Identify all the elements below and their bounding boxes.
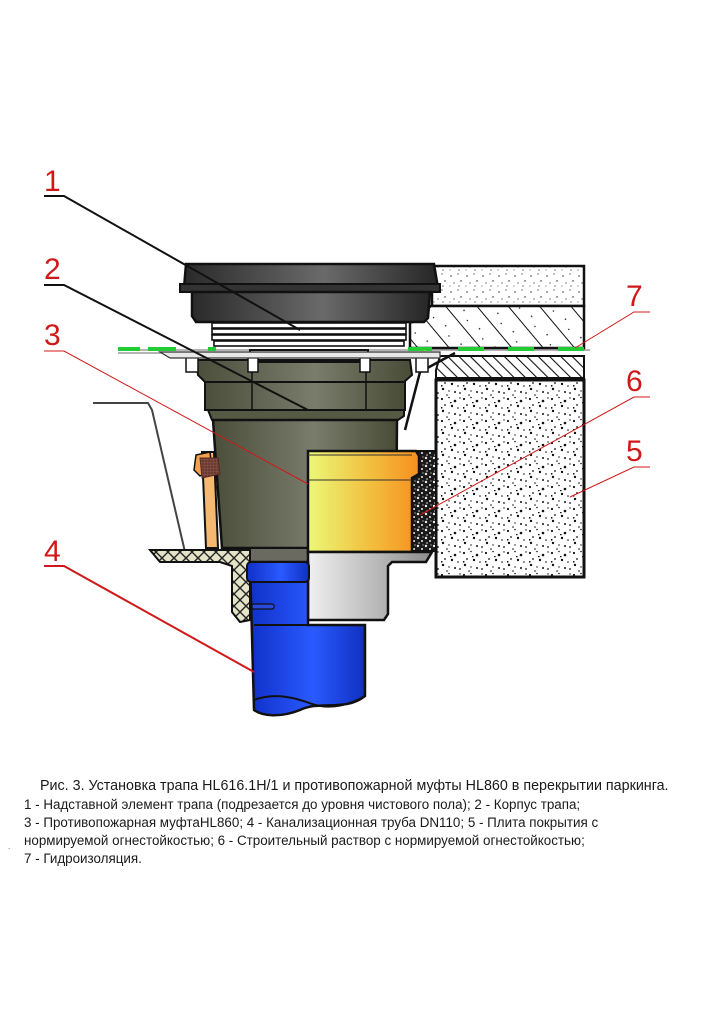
- caption-title: Рис. 3. Установка трапа HL616.1H/1 и про…: [40, 778, 669, 794]
- membrane-edge-line: [93, 402, 186, 553]
- sewer-pipe: [246, 560, 367, 717]
- callout-2: 2: [44, 253, 61, 286]
- pipe-coupling: [306, 550, 435, 622]
- extension-element: [179, 262, 441, 347]
- legend-line: нормируемой огнестойкостью; 6 - Строител…: [24, 832, 585, 848]
- callout-7: 7: [626, 280, 643, 313]
- cross-hatched-seal: [147, 549, 251, 624]
- callout-5: 5: [626, 435, 643, 468]
- leader-1: [44, 195, 301, 331]
- callout-6: 6: [626, 365, 643, 398]
- leader-4: [44, 565, 255, 673]
- drain-flange: [157, 351, 441, 359]
- collar-seal: [193, 451, 221, 549]
- stray-mark: .: [8, 842, 11, 851]
- legend-line: 3 - Противопожарная муфтаHL860; 4 - Кана…: [24, 814, 599, 830]
- callout-4: 4: [44, 535, 61, 568]
- caption-legend: 1 - Надставной элемент трапа (подрезаетс…: [0, 796, 723, 868]
- leader-3: [44, 350, 309, 485]
- leader-5: [569, 466, 650, 498]
- callout-3: 3: [44, 319, 61, 352]
- leader-6: [419, 396, 650, 516]
- fire-sleeve: [306, 449, 421, 554]
- legend-line: 7 - Гидроизоляция.: [24, 850, 142, 866]
- floor-screed: [403, 264, 586, 431]
- leader-7: [574, 311, 650, 349]
- leader-2: [44, 284, 309, 411]
- legend-line: 1 - Надставной элемент трапа (подрезаетс…: [24, 796, 581, 812]
- concrete-slab: [434, 378, 586, 579]
- callout-leaders: [44, 195, 650, 673]
- drain-installation-diagram: 1 2 3 4 5 6 7: [44, 165, 650, 717]
- figure-caption: Рис. 3. Установка трапа HL616.1H/1 и про…: [0, 777, 723, 868]
- callout-1: 1: [44, 165, 61, 198]
